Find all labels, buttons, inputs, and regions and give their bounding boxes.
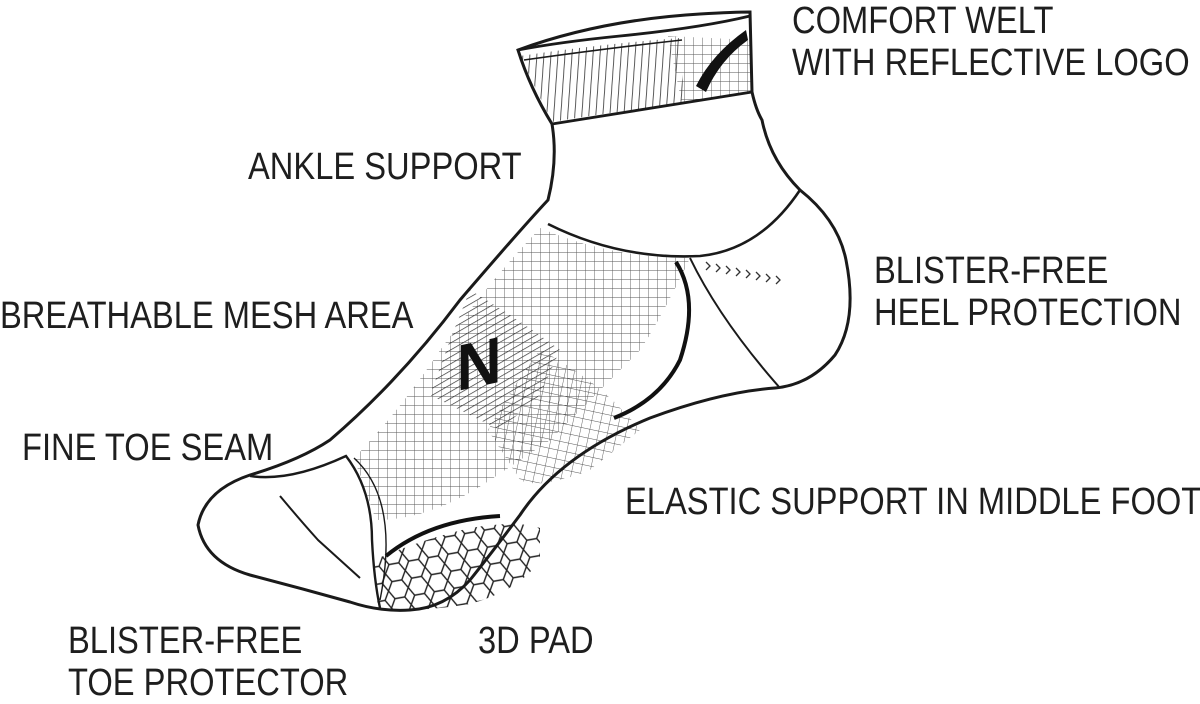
arch-support-curve <box>613 260 692 420</box>
toe-cap-boundary <box>249 454 382 609</box>
heel-arrows <box>705 261 781 285</box>
label-line: BLISTER-FREE <box>874 250 1109 292</box>
label-line: BLISTER-FREE <box>68 620 303 662</box>
label-line: ELASTIC SUPPORT IN MIDDLE FOOT <box>625 481 1200 523</box>
mesh-side-boundary <box>353 457 387 601</box>
label-line: ANKLE SUPPORT <box>248 146 522 188</box>
n-logo: N <box>456 322 501 405</box>
label-comfort-welt: COMFORT WELT WITH REFLECTIVE LOGO <box>792 0 1190 84</box>
label-line: TOE PROTECTOR <box>68 662 349 704</box>
toe-seam-line <box>279 495 361 579</box>
label-heel-protection: BLISTER-FREE HEEL PROTECTION <box>874 250 1181 334</box>
heel-zone-line <box>689 257 781 389</box>
label-toe-protector: BLISTER-FREE TOE PROTECTOR <box>68 620 348 704</box>
label-ankle-support: ANKLE SUPPORT <box>248 146 522 188</box>
label-line: FINE TOE SEAM <box>22 427 274 469</box>
label-elastic-support: ELASTIC SUPPORT IN MIDDLE FOOT <box>625 481 1200 523</box>
welt-top-edge <box>517 14 751 52</box>
welt-stripes <box>520 38 684 122</box>
3d-pad-hex-pattern <box>374 524 540 611</box>
label-3d-pad: 3D PAD <box>478 620 594 662</box>
reflective-logo-swoosh <box>696 30 748 92</box>
label-line: COMFORT WELT <box>792 0 1054 42</box>
welt-bottom-edge <box>551 90 753 126</box>
logo-letter: N <box>456 322 501 405</box>
welt-stripe-boundary <box>523 39 683 61</box>
logo-band-stripes <box>430 290 560 430</box>
label-line: 3D PAD <box>478 620 594 662</box>
label-fine-toe-seam: FINE TOE SEAM <box>22 427 273 469</box>
label-line: WITH REFLECTIVE LOGO <box>792 42 1190 84</box>
sock-outline <box>196 10 852 612</box>
label-line: BREATHABLE MESH AREA <box>0 295 414 337</box>
label-breathable-mesh-area: BREATHABLE MESH AREA <box>0 295 413 337</box>
label-line: HEEL PROTECTION <box>874 292 1182 334</box>
ankle-band-boundary <box>547 189 802 258</box>
3d-pad-curve <box>384 514 501 558</box>
